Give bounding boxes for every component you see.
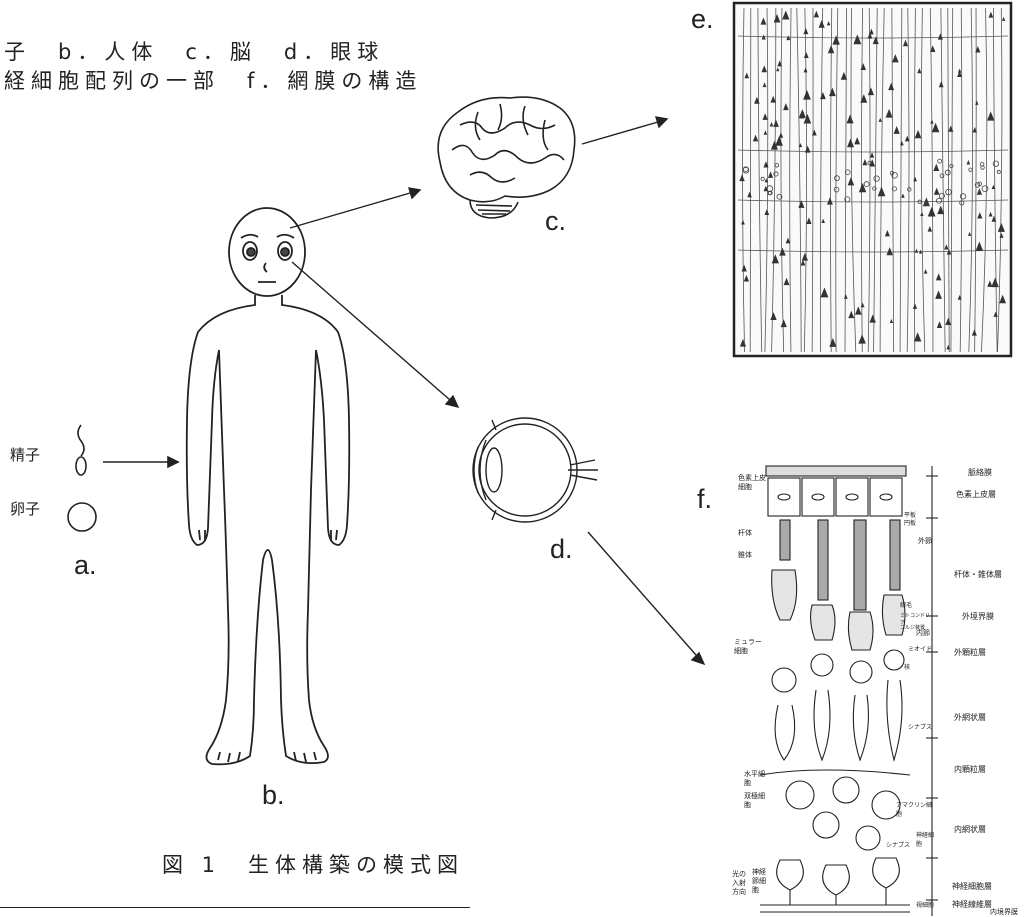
retina-label-synapse-1: シナプス xyxy=(908,722,932,731)
label-a: a. xyxy=(74,550,97,581)
arrow-brain-to-neurons xyxy=(582,117,667,144)
retina-label-inner-limiting: 内境界膜 xyxy=(990,907,1018,917)
retina-label-outer-nuclear: 外顆粒層 xyxy=(954,647,986,658)
brain-icon xyxy=(438,97,575,218)
label-f: f. xyxy=(697,484,712,515)
retina-label-neuron: 神経細胞 xyxy=(916,830,934,848)
retina-label-rod-cone-layer: 杆体・錐体層 xyxy=(954,569,1002,580)
retina-label-synapse-2: シナプス xyxy=(886,840,910,849)
sperm-icon xyxy=(76,425,86,475)
figure-caption: 図 1 生体構築の模式図 xyxy=(162,849,464,879)
retina-label-disc: 平板円板 xyxy=(904,512,916,528)
retina-label-rod: 杆体 xyxy=(738,528,752,538)
retina-label-outer-seg: 外節 xyxy=(918,536,932,546)
retina-label-ganglion: 神経節細胞 xyxy=(752,868,772,895)
retina-structure-panel xyxy=(760,466,938,916)
bottom-rule xyxy=(0,907,470,908)
arrow-head-to-brain xyxy=(290,188,420,228)
retina-label-choroid: 脈絡膜 xyxy=(968,467,992,478)
retina-label-amacrine: アマクリン細胞 xyxy=(896,800,934,818)
retina-label-golgi: ゴルジ装置 xyxy=(900,624,925,631)
retina-label-inner-nuclear: 内顆粒層 xyxy=(954,764,986,775)
label-b: b. xyxy=(262,780,285,811)
eyeball-icon xyxy=(473,418,598,522)
body-outline xyxy=(187,295,350,764)
retina-label-muller: ミュラー細胞 xyxy=(734,638,766,656)
retina-label-horizontal: 水平細胞 xyxy=(744,770,768,788)
retina-label-bipolar: 双極細胞 xyxy=(744,792,768,810)
retina-label-pigment-layer: 色素上皮層 xyxy=(956,489,996,500)
label-egg: 卵子 xyxy=(10,498,40,519)
retina-label-nerve-fiber: 神経線維層 xyxy=(952,899,992,910)
retina-label-ganglion-layer: 神経細胞層 xyxy=(952,881,992,892)
arrow-cells-to-body xyxy=(103,457,178,467)
arrow-eye-to-eyeball xyxy=(292,262,458,407)
retina-label-photoreceptor: 視細胞 xyxy=(916,900,934,909)
label-sperm: 精子 xyxy=(10,444,40,465)
retina-label-cone: 錐体 xyxy=(738,550,752,560)
retina-label-inner-plexiform: 内網状層 xyxy=(954,824,986,835)
label-d: d. xyxy=(550,534,573,565)
label-e: e. xyxy=(691,4,714,35)
retina-label-light-direction: 光の入射方向 xyxy=(732,870,746,897)
neuron-array-panel xyxy=(734,3,1011,356)
retina-label-outer-plexiform: 外網状層 xyxy=(954,712,986,723)
arrow-eyeball-to-retina xyxy=(588,532,704,664)
egg-icon xyxy=(68,503,96,531)
retina-label-cilium: 線毛 xyxy=(900,600,912,609)
retina-label-nucleus: 核 xyxy=(904,662,910,671)
retina-label-pigment-cell: 色素上皮細胞 xyxy=(738,474,770,492)
label-c: c. xyxy=(545,206,566,237)
retina-label-myoid: ミオイド xyxy=(908,644,932,653)
retina-label-outer-limiting: 外境界膜 xyxy=(962,611,994,622)
